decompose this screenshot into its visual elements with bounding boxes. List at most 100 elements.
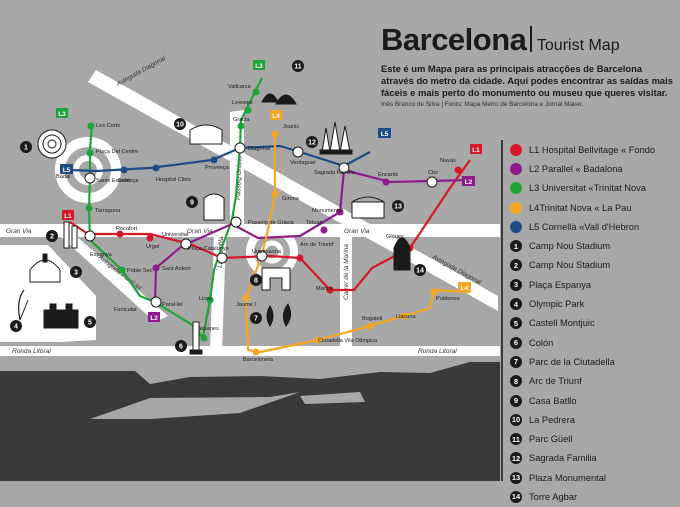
station-marina[interactable] [326,286,334,294]
marker-11-bg[interactable] [292,60,304,72]
station-poble-sec[interactable] [118,266,126,274]
station-les-corts[interactable] [87,122,95,130]
station-parallel[interactable] [150,296,162,308]
marker-8-bg[interactable] [250,274,262,286]
station-placa-catalunya[interactable] [216,252,228,264]
marker-13-bg[interactable] [392,200,404,212]
marker-1-bg[interactable] [20,141,32,153]
label-urgel: Urgel [146,244,159,250]
station-girona[interactable] [271,190,279,198]
label-marina: Carrer de la Marina [343,244,350,300]
station-clot[interactable] [426,176,438,188]
station-liceu[interactable] [206,296,214,304]
station-jaume[interactable] [242,294,250,302]
station-joanic[interactable] [271,130,279,138]
label-ronda-right: Ronda Litoral [418,348,457,355]
parc-guell-icon [261,93,297,105]
marker-4-bg[interactable] [10,320,22,332]
station-espanya[interactable] [84,230,96,242]
legend-line-l4: L4Trinitat Nova « La Pau [510,198,680,217]
legend-number: 6 [510,336,522,349]
badge-l3-left-label: L3 [58,111,66,118]
legend-number: 14 [510,490,522,503]
label-rocafort: Rocafort [116,226,138,232]
marker-14-bg[interactable] [414,264,426,276]
station-rocafort[interactable] [116,230,124,238]
monuments [18,93,411,355]
marker-12-bg[interactable] [306,136,318,148]
station-urgel[interactable] [146,234,154,242]
legend-attraction-label: Sagrada Familia [529,453,597,464]
marker-12: 12 [308,140,316,147]
station-placa-del-centre[interactable] [86,149,94,157]
line-badges: L3 L3 L5 L1 L2 L4 L5 L1 L2 L4 [56,60,482,322]
station-vallcarca[interactable] [252,88,260,96]
casa-batllo-icon [203,193,225,221]
station-sants[interactable] [84,172,96,184]
marker-7-bg[interactable] [250,312,262,324]
station-passeig-de-gracia[interactable] [230,216,242,228]
station-llacuna[interactable] [400,312,408,320]
station-tarragona[interactable] [85,204,93,212]
marker-9-bg[interactable] [186,196,198,208]
colon-column-icon [189,321,203,355]
harbour-pier [90,392,300,419]
station-provenca[interactable] [210,156,218,164]
marker-10-bg[interactable] [174,118,186,130]
station-entenca[interactable] [120,166,128,174]
legend-attraction-label: Parc de la Ciutadella [529,356,615,367]
station-encants[interactable] [382,178,390,186]
station-arc-de-triomf[interactable] [296,254,304,262]
station-diagonal[interactable] [234,142,246,154]
marker-6-bg[interactable] [175,340,187,352]
station-universitat[interactable] [180,238,192,250]
station-barceloneta[interactable] [252,348,260,356]
station-verdaguer[interactable] [292,146,304,158]
marker-6: 6 [179,344,183,351]
station-labels: Les Corts Plaça Del Centre Sants Estació… [56,84,460,363]
station-sant-antoni[interactable] [152,264,160,272]
station-hospital-clinic[interactable] [152,164,160,172]
metro-map: Avinguda Diagonal Gran Via Gran Via Gran… [0,55,503,481]
badge-l5-right [378,128,391,138]
station-bogatell[interactable] [366,322,374,330]
line-l3 [87,123,205,341]
station-gracia[interactable] [237,122,245,130]
station-monumental[interactable] [336,208,344,216]
station-drassanes[interactable] [200,334,208,342]
label-diagonal: Diagonal [248,146,270,152]
station-ciutadella[interactable] [314,336,322,344]
harbour-dock [300,392,365,404]
road-paral-lel [60,236,168,322]
station-urquinaona[interactable] [256,250,268,262]
station-lesseps[interactable] [244,106,252,114]
line-l4 [244,132,471,354]
legend-line-label: L1 Hospital Bellvitage « Fondo [529,144,656,155]
marker-5-bg[interactable] [84,316,96,328]
station-navas[interactable] [454,166,462,174]
station-tetuan[interactable] [320,226,328,234]
badge-l2-right [462,176,475,186]
legend-number: 5 [510,317,522,330]
station-sagrada-familia[interactable] [338,162,350,174]
station-poblenou[interactable] [430,288,438,296]
marker-2-bg[interactable] [46,230,58,242]
badge-l5-right-label: L5 [381,131,389,138]
label-parallel: Paral·lel [162,302,183,308]
label-urquinaona: Urquinaona [252,249,282,255]
marker-3-bg[interactable] [70,266,82,278]
